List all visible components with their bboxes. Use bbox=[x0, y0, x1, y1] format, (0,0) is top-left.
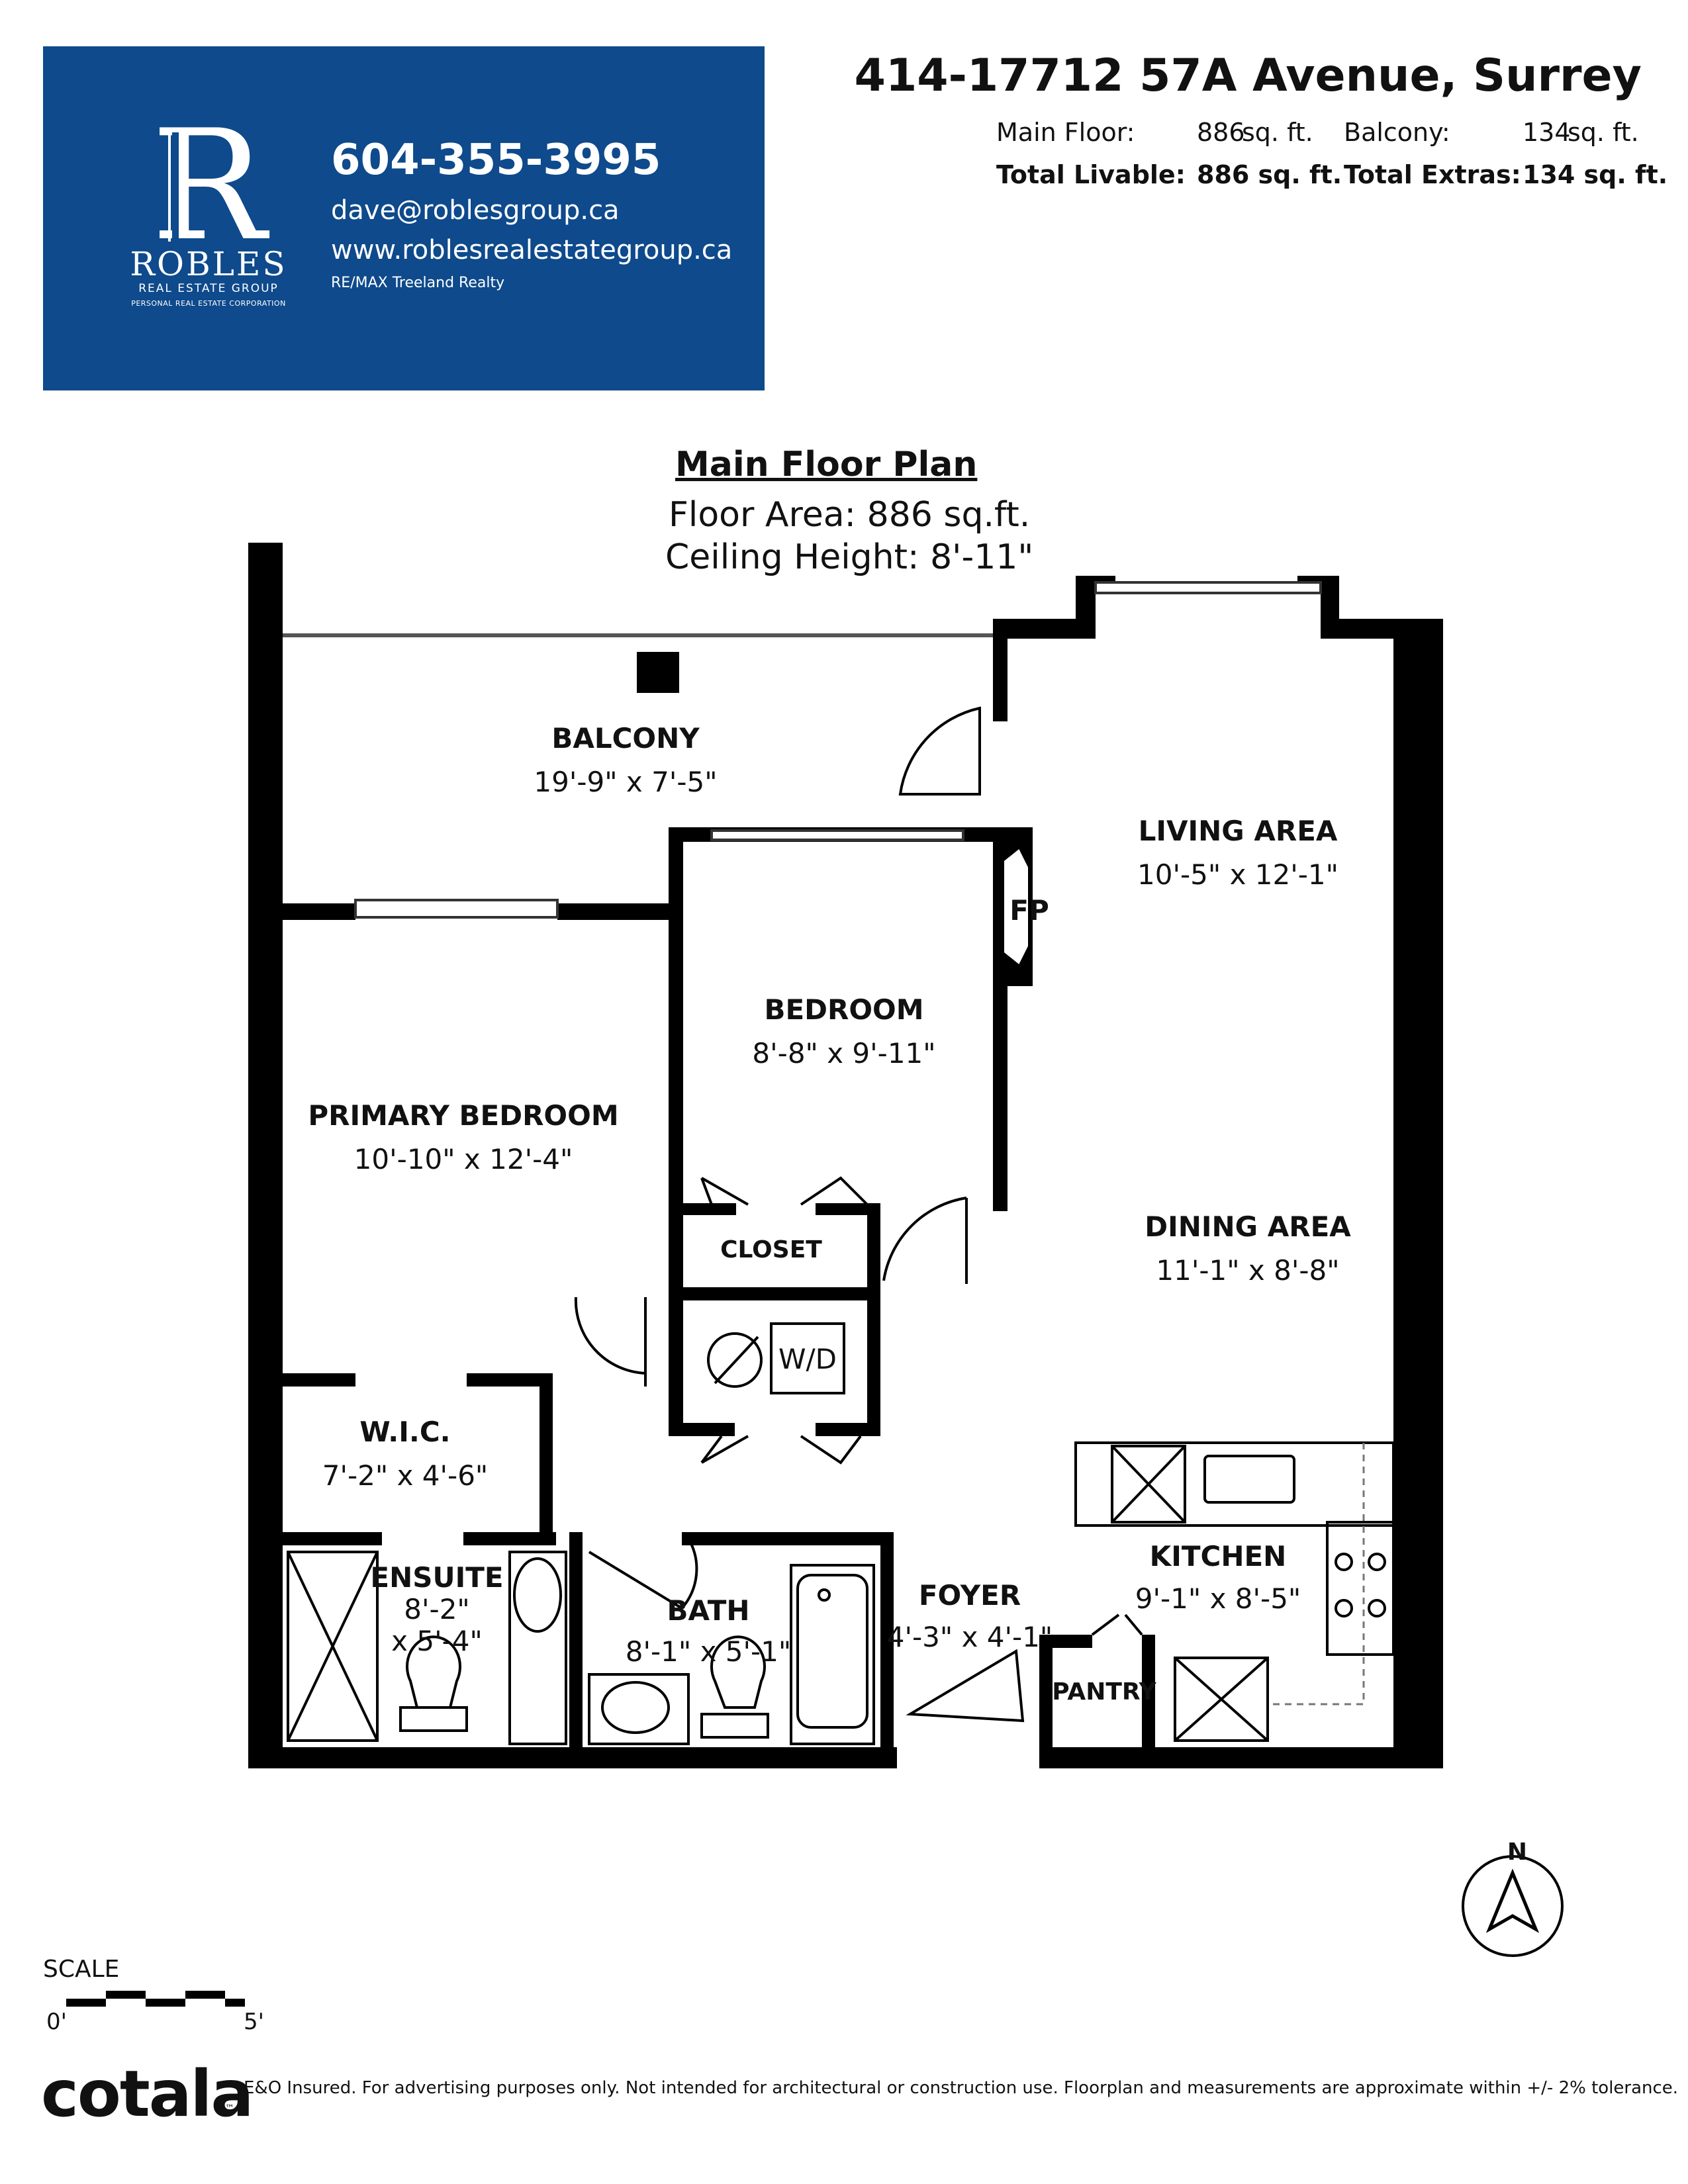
room-ensuite-name: ENSUITE bbox=[370, 1561, 503, 1594]
logo-subtitle: REAL ESTATE GROUP bbox=[138, 282, 279, 295]
balcony-area-value: 134 bbox=[1523, 118, 1571, 147]
room-balcony-dims: 19'-9" x 7'-5" bbox=[534, 766, 717, 798]
main-floor-label: Main Floor: bbox=[996, 118, 1135, 147]
svg-text:R: R bbox=[151, 106, 269, 258]
total-extras-value: 134 sq. ft. bbox=[1523, 160, 1668, 189]
agent-email[interactable]: dave@roblesgroup.ca bbox=[331, 195, 620, 226]
room-primary-dims: 10'-10" x 12'-4" bbox=[354, 1143, 573, 1175]
room-ensuite-dims-2: x 5'-4" bbox=[391, 1625, 483, 1657]
room-kitchen-dims: 9'-1" x 8'-5" bbox=[1135, 1582, 1301, 1615]
fireplace-label: FP bbox=[1009, 894, 1049, 927]
washer-dryer-icon bbox=[707, 1322, 845, 1394]
scale-label: SCALE bbox=[43, 1956, 120, 1983]
scale-start: 0' bbox=[46, 2009, 67, 2035]
cotala-logo: cotala bbox=[41, 2057, 254, 2131]
cotala-trademark: ™ bbox=[225, 2103, 234, 2114]
scale-bar bbox=[66, 1991, 245, 2007]
balcony-column bbox=[637, 652, 679, 693]
room-kitchen-name: KITCHEN bbox=[1150, 1540, 1287, 1572]
fireplace-icon bbox=[1002, 844, 1031, 969]
doors bbox=[574, 706, 1143, 1723]
balcony-area-unit: sq. ft. bbox=[1568, 118, 1639, 147]
north-compass-icon: N bbox=[1462, 1839, 1564, 1957]
room-bedroom-dims: 8'-8" x 9'-11" bbox=[752, 1037, 935, 1069]
scale-end: 5' bbox=[244, 2009, 264, 2035]
room-ensuite-dims-1: 8'-2" bbox=[404, 1593, 469, 1625]
room-bedroom-name: BEDROOM bbox=[764, 993, 923, 1026]
room-foyer-dims: 4'-3" x 4'-1" bbox=[887, 1621, 1053, 1653]
ceiling-height: Ceiling Height: 8'-11" bbox=[665, 537, 1034, 577]
bath-fixtures bbox=[588, 1564, 875, 1745]
room-bath-dims: 8'-1" x 5'-1" bbox=[626, 1635, 791, 1668]
room-pantry-name: PANTRY bbox=[1052, 1678, 1156, 1706]
brand-panel: R ROBLES REAL ESTATE GROUP PERSONAL REAL… bbox=[43, 46, 765, 390]
total-extras-label: Total Extras: bbox=[1344, 160, 1521, 189]
room-primary-name: PRIMARY BEDROOM bbox=[308, 1099, 618, 1132]
compass-north-label: N bbox=[1507, 1839, 1527, 1866]
upper-cabinets bbox=[1268, 1443, 1365, 1706]
room-living-dims: 10'-5" x 12'-1" bbox=[1137, 858, 1338, 891]
room-living-name: LIVING AREA bbox=[1139, 815, 1338, 847]
laundry-label: W/D bbox=[778, 1343, 837, 1375]
room-bath-name: BATH bbox=[667, 1594, 749, 1627]
logo-name: ROBLES bbox=[130, 245, 287, 283]
agent-phone[interactable]: 604-355-3995 bbox=[331, 136, 661, 185]
ensuite-fixtures bbox=[287, 1551, 567, 1745]
logo-corporation: PERSONAL REAL ESTATE CORPORATION bbox=[131, 299, 286, 308]
windows bbox=[354, 581, 1322, 919]
total-livable-label: Total Livable: bbox=[996, 160, 1186, 189]
floor-area: Floor Area: 886 sq.ft. bbox=[669, 495, 1031, 535]
main-floor-value: 886 bbox=[1197, 118, 1245, 147]
total-livable-value: 886 sq. ft. bbox=[1197, 160, 1342, 189]
plan-title: Main Floor Plan bbox=[675, 445, 978, 484]
room-wic-name: W.I.C. bbox=[359, 1416, 450, 1448]
room-closet-name: CLOSET bbox=[720, 1236, 822, 1263]
listing-address: 414-17712 57A Avenue, Surrey bbox=[854, 50, 1642, 102]
disclaimer: E&O Insured. For advertising purposes on… bbox=[244, 2078, 1679, 2098]
agent-website[interactable]: www.roblesrealestategroup.ca bbox=[331, 235, 733, 265]
room-dining-name: DINING AREA bbox=[1145, 1210, 1351, 1243]
brokerage-name: RE/MAX Treeland Realty bbox=[331, 275, 505, 291]
robles-logo-icon: R bbox=[151, 106, 269, 258]
main-floor-unit: sq. ft. bbox=[1242, 118, 1313, 147]
kitchen-counters bbox=[1074, 1441, 1395, 1742]
walls bbox=[248, 543, 1443, 1768]
room-dining-dims: 11'-1" x 8'-8" bbox=[1156, 1254, 1339, 1287]
room-foyer-name: FOYER bbox=[919, 1579, 1021, 1612]
balcony-area-label: Balcony: bbox=[1344, 118, 1450, 147]
room-wic-dims: 7'-2" x 4'-6" bbox=[322, 1459, 488, 1492]
room-balcony-name: BALCONY bbox=[551, 722, 700, 754]
